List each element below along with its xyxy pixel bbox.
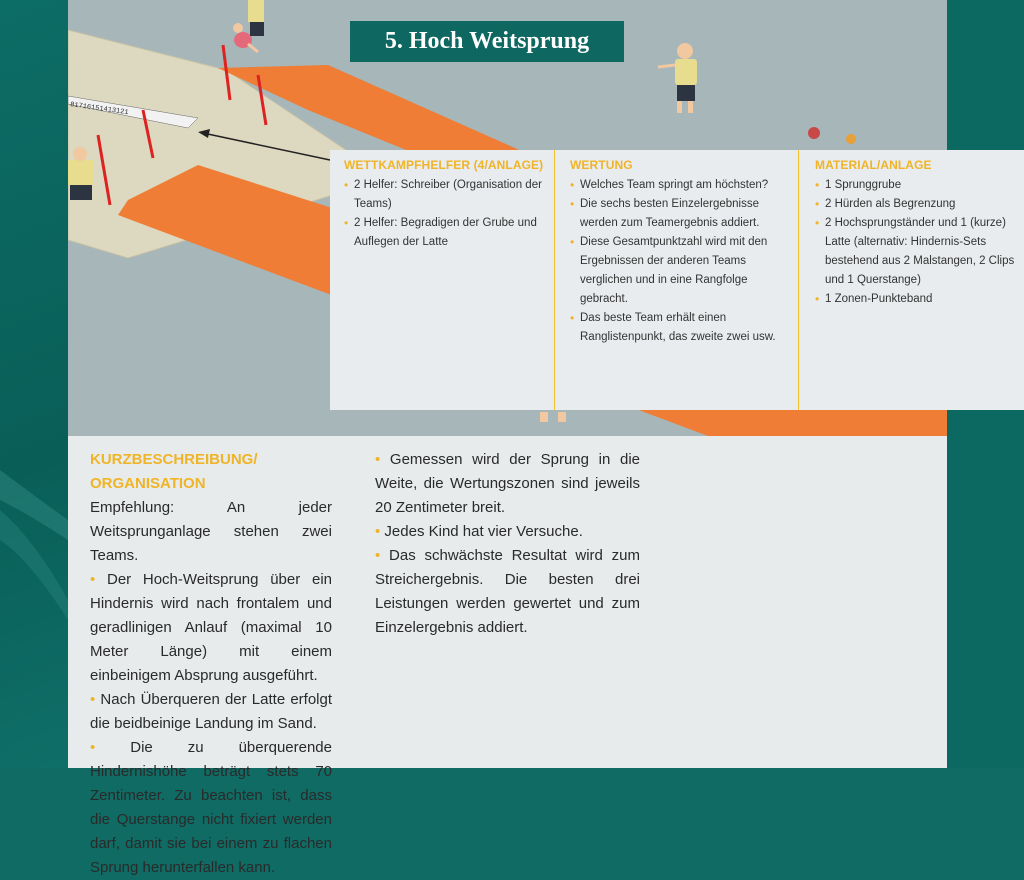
child-figure (657, 43, 697, 113)
helpers-list: •2 Helfer: Schreiber (Organisation der T… (344, 176, 554, 252)
material-column: MATERIAL/ANLAGE •1 Sprunggrube •2 Hürden… (798, 150, 1024, 410)
material-list: •1 Sprunggrube •2 Hürden als Begrenzung … (815, 176, 1024, 309)
description-bullet: • Der Hoch-Weitsprung über ein Hindernis… (90, 571, 332, 684)
hurdle-post (96, 134, 112, 206)
description-bullet: • Gemessen wird der Sprung in die Weite,… (375, 451, 640, 516)
list-item: •2 Helfer: Schreiber (Organisation der T… (344, 178, 542, 210)
slide-title: 5. Hoch Weitsprung (350, 21, 624, 62)
info-panel: WETTKAMPFHELFER (4/ANLAGE) •2 Helfer: Sc… (330, 150, 1024, 410)
scoring-column: WERTUNG •Welches Team springt am höchste… (554, 150, 798, 410)
description-heading-2: ORGANISATION (90, 475, 206, 492)
list-item: •1 Sprunggrube (815, 178, 902, 192)
hurdle-post (141, 109, 155, 159)
description-heading: KURZBESCHREIBUNG/ (90, 451, 258, 468)
description-bullet: • Das schwächste Resultat wird zum Strei… (375, 547, 640, 636)
hurdle-post (221, 44, 232, 101)
list-item: •2 Hochsprungständer und 1 (kurze) Latte… (815, 216, 1015, 286)
child-figure (248, 0, 264, 36)
list-item: •Die sechs besten Einzelergebnisse werde… (570, 197, 760, 229)
description-bullet: • Jedes Kind hat vier Versuche. (375, 523, 583, 540)
hurdle-post (256, 74, 268, 126)
slide-background-left (0, 0, 68, 768)
jump-direction-arrow (202, 132, 331, 161)
list-item: •2 Helfer: Begradigen der Grube und Aufl… (344, 216, 537, 248)
background-swoosh (0, 470, 68, 620)
scoring-list: •Welches Team springt am höchsten? •Die … (570, 176, 798, 347)
description-column-left: KURZBESCHREIBUNG/ ORGANISATION Empfehlun… (90, 448, 332, 880)
zone-ruler (68, 95, 199, 129)
list-item: •Welches Team springt am höchsten? (570, 178, 769, 192)
child-figure (233, 23, 259, 54)
list-item: •Diese Gesamtpunktzahl wird mit den Erge… (570, 235, 768, 305)
list-item: •Das beste Team erhält einen Ranglistenp… (570, 311, 776, 343)
description-sheet (68, 436, 947, 768)
helpers-heading: WETTKAMPFHELFER (4/ANLAGE) (344, 158, 544, 172)
list-item: •1 Zonen-Punkteband (815, 292, 933, 306)
material-heading: MATERIAL/ANLAGE (815, 158, 932, 172)
scoring-heading: WERTUNG (570, 158, 633, 172)
description-intro: Empfehlung: An jeder Weitsprunganlage st… (90, 499, 332, 564)
child-figure (808, 127, 856, 144)
description-column-right: • Gemessen wird der Sprung in die Weite,… (375, 448, 640, 640)
helpers-column: WETTKAMPFHELFER (4/ANLAGE) •2 Helfer: Sc… (330, 150, 554, 410)
description-bullet: • Die zu überquerende Hindernishöhe betr… (90, 739, 332, 876)
description-bullet: • Nach Überqueren der Latte erfolgt die … (90, 691, 333, 732)
child-figure (68, 147, 94, 200)
list-item: •2 Hürden als Begrenzung (815, 197, 956, 211)
child-feet (540, 412, 566, 422)
